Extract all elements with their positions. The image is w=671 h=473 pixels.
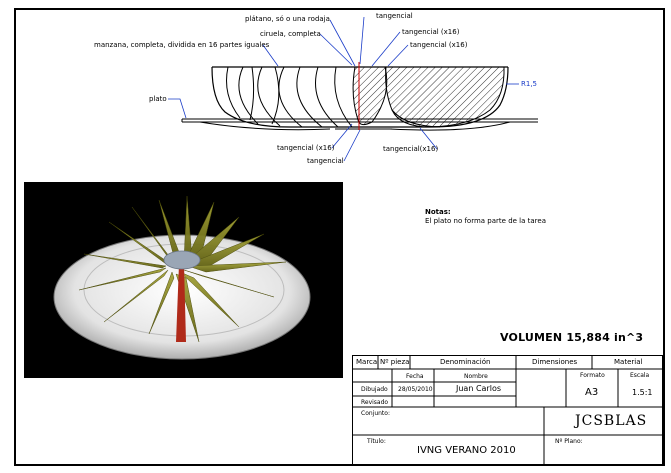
tb-logo: JCSBLAS: [575, 413, 648, 429]
callout-ciruela: ciruela, completa: [260, 30, 321, 38]
apple-section-curves: [391, 109, 441, 128]
petals-render: [78, 195, 287, 343]
tb-revisado: Revisado: [361, 399, 389, 406]
tb-formato: Formato: [580, 372, 605, 379]
tb-formato-value: A3: [585, 387, 599, 398]
callout-platano: plátano, só o una rodaja: [245, 15, 330, 23]
apple-segments: [226, 66, 353, 128]
tb-escala-value: 1.5:1: [632, 388, 653, 397]
tb-titulo: Título:: [367, 438, 386, 445]
tb-nombre: Nombre: [464, 373, 488, 380]
tb-denominacion: Denominación: [440, 358, 491, 366]
tb-dibujado: Dibujado: [361, 386, 388, 393]
volume-label: VOLUMEN 15,884 in^3: [500, 331, 644, 344]
tb-nombre-value: Juan Carlos: [456, 384, 502, 393]
tb-n-plano: Nº Plano:: [555, 438, 583, 445]
leader-lines: [168, 16, 519, 162]
center-stem: [176, 264, 186, 342]
callout-plato: plato: [149, 95, 167, 103]
apple-section-hatched: [385, 66, 505, 128]
callout-tangencial-x16-a: tangencial (x16): [402, 28, 460, 36]
section-drawing: [168, 16, 538, 162]
callout-tangencial-bottom: tangencial: [307, 157, 344, 165]
tb-marca: Marca: [356, 358, 378, 366]
render-illustration: [53, 195, 311, 360]
title-block: Marca Nº pieza Denominación Dimensiones …: [352, 355, 663, 465]
tb-escala: Escala: [630, 372, 650, 379]
callout-tangencial-x16-b: tangencial (x16): [410, 41, 468, 49]
callout-tangencial-x16-c: tangencial (x16): [277, 144, 335, 152]
notes-title: Notas:: [425, 208, 451, 216]
center-disc: [163, 250, 201, 270]
tb-n-pieza: Nº pieza: [380, 358, 410, 366]
render-view: [24, 182, 343, 378]
callout-tangencial-x16-d: tangencial(x16): [383, 145, 439, 153]
callout-r15: R1,5: [521, 80, 537, 88]
tb-material: Material: [614, 358, 643, 366]
drawing-frame: [14, 8, 665, 466]
plum-section: [352, 66, 388, 126]
tb-titulo-value: IVNG VERANO 2010: [417, 445, 516, 456]
tb-dimensiones: Dimensiones: [532, 358, 578, 366]
callout-tangencial-top: tangencial: [376, 12, 413, 20]
title-block-grid: [352, 355, 663, 465]
callout-manzana: manzana, completa, dividida en 16 partes…: [94, 41, 270, 49]
tb-fecha: Fecha: [406, 373, 424, 380]
tb-conjunto: Conjunto:: [361, 410, 390, 417]
notes-body: El plato no forma parte de la tarea: [425, 217, 546, 225]
tb-fecha-value: 28/05/2010: [398, 386, 433, 393]
